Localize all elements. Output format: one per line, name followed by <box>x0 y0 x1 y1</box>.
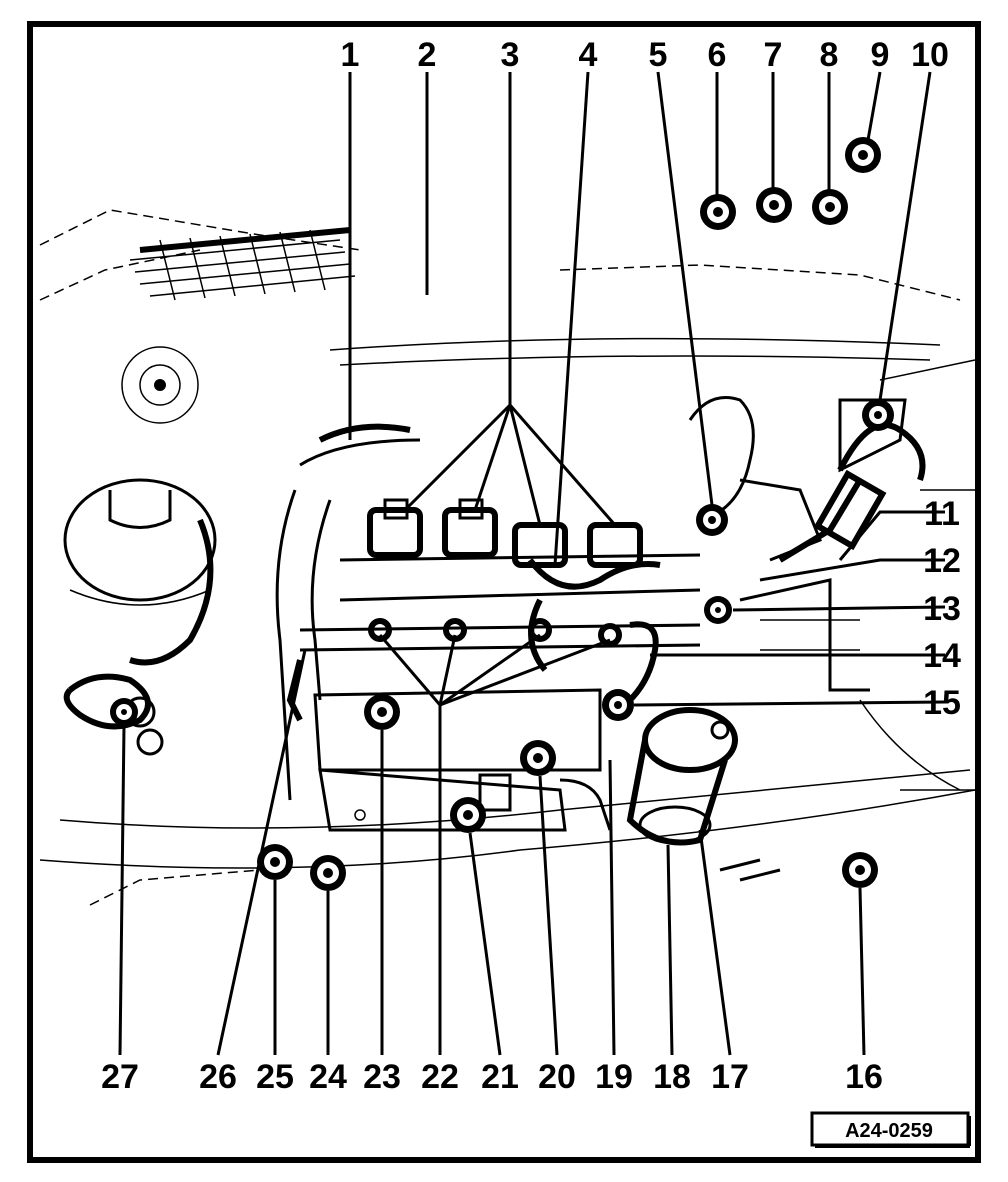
label-17: 17 <box>711 1058 749 1096</box>
label-2: 2 <box>418 36 437 74</box>
callout-markers <box>110 137 894 891</box>
label-3: 3 <box>501 36 520 74</box>
label-14: 14 <box>923 637 961 675</box>
label-27: 27 <box>101 1058 139 1096</box>
label-22: 22 <box>421 1058 459 1096</box>
marker-27 <box>110 698 138 726</box>
marker-8 <box>812 189 848 225</box>
label-13: 13 <box>923 590 961 628</box>
label-24: 24 <box>309 1058 347 1096</box>
marker-9 <box>845 137 881 173</box>
reference-code-box: A24-0259 <box>810 1111 971 1148</box>
label-1: 1 <box>341 36 360 74</box>
marker-24 <box>310 855 346 891</box>
label-7: 7 <box>764 36 783 74</box>
label-21: 21 <box>481 1058 519 1096</box>
label-6: 6 <box>708 36 727 74</box>
reference-code: A24-0259 <box>845 1120 933 1142</box>
label-11: 11 <box>924 495 960 533</box>
label-23: 23 <box>363 1058 401 1096</box>
label-20: 20 <box>538 1058 576 1096</box>
marker-16 <box>842 852 878 888</box>
marker-21 <box>450 797 486 833</box>
labels-top: 1 2 3 4 5 6 7 8 9 10 <box>341 36 949 74</box>
label-12: 12 <box>923 542 961 580</box>
label-4: 4 <box>579 36 598 74</box>
label-25: 25 <box>256 1058 294 1096</box>
label-15: 15 <box>923 684 961 722</box>
label-19: 19 <box>595 1058 633 1096</box>
marker-5 <box>696 504 728 536</box>
labels-bottom: 27 26 25 24 23 22 21 20 19 18 17 16 <box>101 1058 883 1096</box>
label-18: 18 <box>653 1058 691 1096</box>
label-8: 8 <box>820 36 839 74</box>
labels-right: 11 12 13 14 15 <box>923 495 961 722</box>
marker-25 <box>257 844 293 880</box>
marker-23 <box>364 694 400 730</box>
marker-7 <box>756 187 792 223</box>
label-26: 26 <box>199 1058 237 1096</box>
leader-lines <box>118 71 946 1056</box>
marker-6 <box>700 194 736 230</box>
label-9: 9 <box>871 36 890 74</box>
marker-13 <box>704 596 732 624</box>
marker-15 <box>602 689 634 721</box>
label-16: 16 <box>845 1058 883 1096</box>
label-5: 5 <box>649 36 668 74</box>
label-10: 10 <box>911 36 949 74</box>
marker-10 <box>862 399 894 431</box>
marker-20 <box>520 740 556 776</box>
engine-illustration <box>39 209 976 906</box>
